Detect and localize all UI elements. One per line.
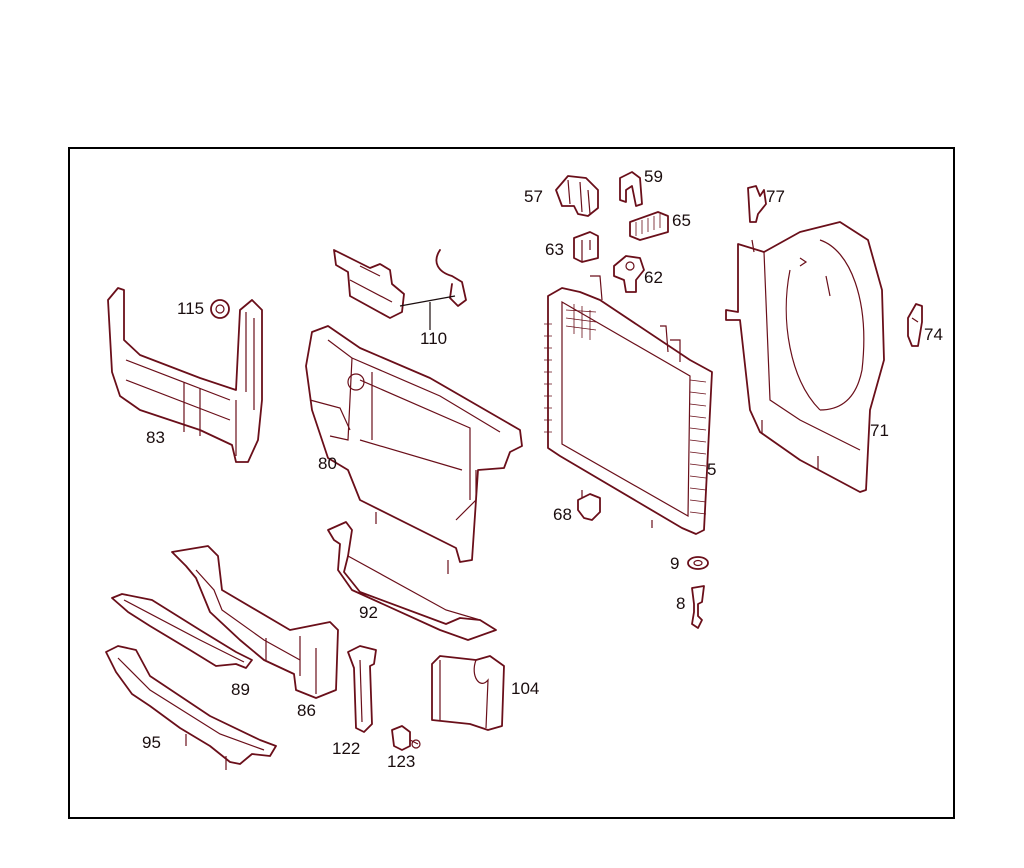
label-86: 86 [297,701,316,720]
part-74-bracket[interactable] [907,303,923,347]
part-62-holder[interactable] [613,255,645,293]
diagram-frame [68,147,955,819]
label-74: 74 [924,325,943,344]
part-59-retainer[interactable] [619,171,643,207]
label-57: 57 [524,187,543,206]
label-83: 83 [146,428,165,447]
part-86-air-duct[interactable] [171,545,339,699]
label-123: 123 [387,752,415,771]
part-71-fan-shroud[interactable] [725,221,885,493]
part-123-screw[interactable] [391,725,421,751]
label-62: 62 [644,268,663,287]
part-83-bracket[interactable] [107,287,263,463]
part-80-shroud[interactable] [305,325,523,574]
part-95-crossmember[interactable] [105,645,277,770]
part-115-nut[interactable] [210,299,230,319]
label-68: 68 [553,505,572,524]
label-115: 115 [177,299,204,318]
label-71: 71 [870,421,889,440]
part-8-plug[interactable] [691,585,705,629]
part-110-seal[interactable] [333,249,467,330]
label-122: 122 [332,739,360,758]
part-65-grommet[interactable] [629,211,669,241]
part-9-washer[interactable] [687,556,709,570]
label-8: 8 [676,594,685,613]
label-80: 80 [318,454,337,473]
label-9: 9 [670,554,679,573]
part-57-clip[interactable] [555,175,599,217]
part-68-mount[interactable] [577,493,601,521]
label-92: 92 [359,603,378,622]
part-92-air-guide[interactable] [327,521,497,641]
part-89-air-duct[interactable] [111,593,253,669]
label-59: 59 [644,167,663,186]
part-5-radiator[interactable] [544,275,713,535]
label-95: 95 [142,733,161,752]
label-104: 104 [511,679,539,698]
label-65: 65 [672,211,691,230]
part-122-bracket[interactable] [347,645,377,733]
label-110: 110 [420,329,447,348]
part-77-bracket[interactable] [747,185,767,223]
part-104-seal[interactable] [431,655,505,731]
label-77: 77 [766,187,785,206]
label-5: 5 [707,460,716,479]
label-89: 89 [231,680,250,699]
label-63: 63 [545,240,564,259]
part-63-block[interactable] [573,231,599,263]
